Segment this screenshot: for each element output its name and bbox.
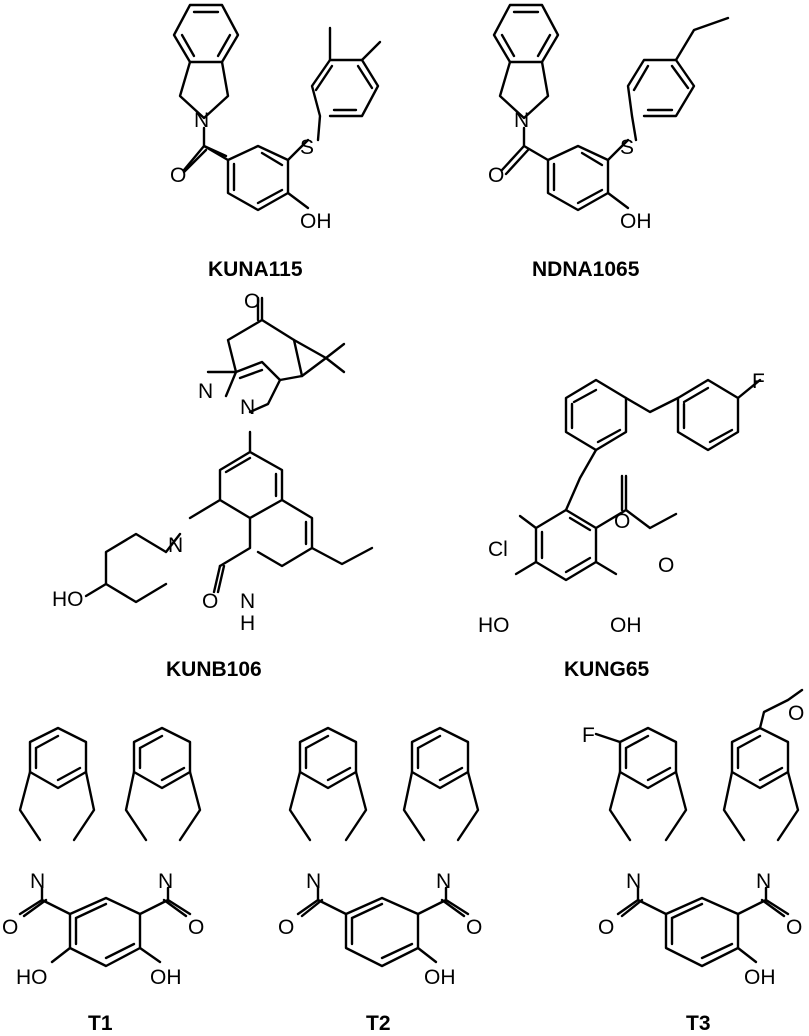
label-t1: T1 <box>88 1012 113 1035</box>
structure-ndna1065: N O S OH NDNA1065 <box>488 3 730 281</box>
atom-ho: HO <box>52 588 84 611</box>
atom-oh: OH <box>424 966 456 989</box>
atom-ho: HO <box>478 614 510 637</box>
label-ndna1065: NDNA1065 <box>532 258 640 281</box>
atom-oh: OH <box>300 210 332 233</box>
atom-o: O <box>488 164 504 187</box>
atom-o-left: O <box>278 916 294 939</box>
atom-n-right: N <box>158 870 173 893</box>
structure-kuna115: N O S OH KUNA115 <box>170 3 382 281</box>
label-kung65: KUNG65 <box>564 658 650 681</box>
atom-oh: OH <box>620 210 652 233</box>
atom-o-ester: O <box>658 554 674 577</box>
atom-o-lactam: O <box>202 590 218 613</box>
atom-o-left: O <box>598 916 614 939</box>
atom-s: S <box>620 136 634 159</box>
atom-n-left: N <box>30 870 45 893</box>
structure-t2: N N O O OH T2 <box>278 726 482 1035</box>
atom-h-lactam: H <box>240 612 255 635</box>
atom-n2: N <box>198 380 213 403</box>
atom-n-left: N <box>306 870 321 893</box>
label-kuna115: KUNA115 <box>208 258 303 281</box>
atom-oh: OH <box>610 614 642 637</box>
atom-o-carbonyl: O <box>614 510 630 533</box>
atom-o-right: O <box>466 916 482 939</box>
atom-n1: N <box>240 396 255 419</box>
atom-o: O <box>170 164 186 187</box>
atom-f: F <box>752 370 765 393</box>
label-t2: T2 <box>366 1012 391 1035</box>
atom-o-methoxy: O <box>788 702 804 725</box>
atom-n-right: N <box>436 870 451 893</box>
label-t3: T3 <box>686 1012 711 1035</box>
atom-n: N <box>194 109 209 132</box>
atom-n-lactam: N <box>240 590 255 613</box>
atom-n: N <box>514 109 529 132</box>
atom-oh: OH <box>744 966 776 989</box>
atom-o-right: O <box>188 916 204 939</box>
atom-n-piperidine: N <box>168 534 183 557</box>
atom-ho: HO <box>16 966 48 989</box>
structure-kunb106: O N N N HO O N H KUNB106 <box>52 290 374 681</box>
atom-n-right: N <box>756 870 771 893</box>
atom-n-left: N <box>626 870 641 893</box>
structure-kung65: F Cl O O HO OH KUNG65 <box>478 370 765 681</box>
atom-s: S <box>300 136 314 159</box>
atom-cl: Cl <box>488 538 508 561</box>
label-kunb106: KUNB106 <box>166 658 262 681</box>
structure-t3: F O N N O O OH T3 <box>582 688 804 1035</box>
atom-o-left: O <box>2 916 18 939</box>
atom-o-ketone: O <box>244 290 260 313</box>
atom-o-right: O <box>786 916 802 939</box>
atom-f: F <box>582 724 595 747</box>
structure-t1: N N O O HO OH T1 <box>2 726 204 1035</box>
atom-oh: OH <box>150 966 182 989</box>
